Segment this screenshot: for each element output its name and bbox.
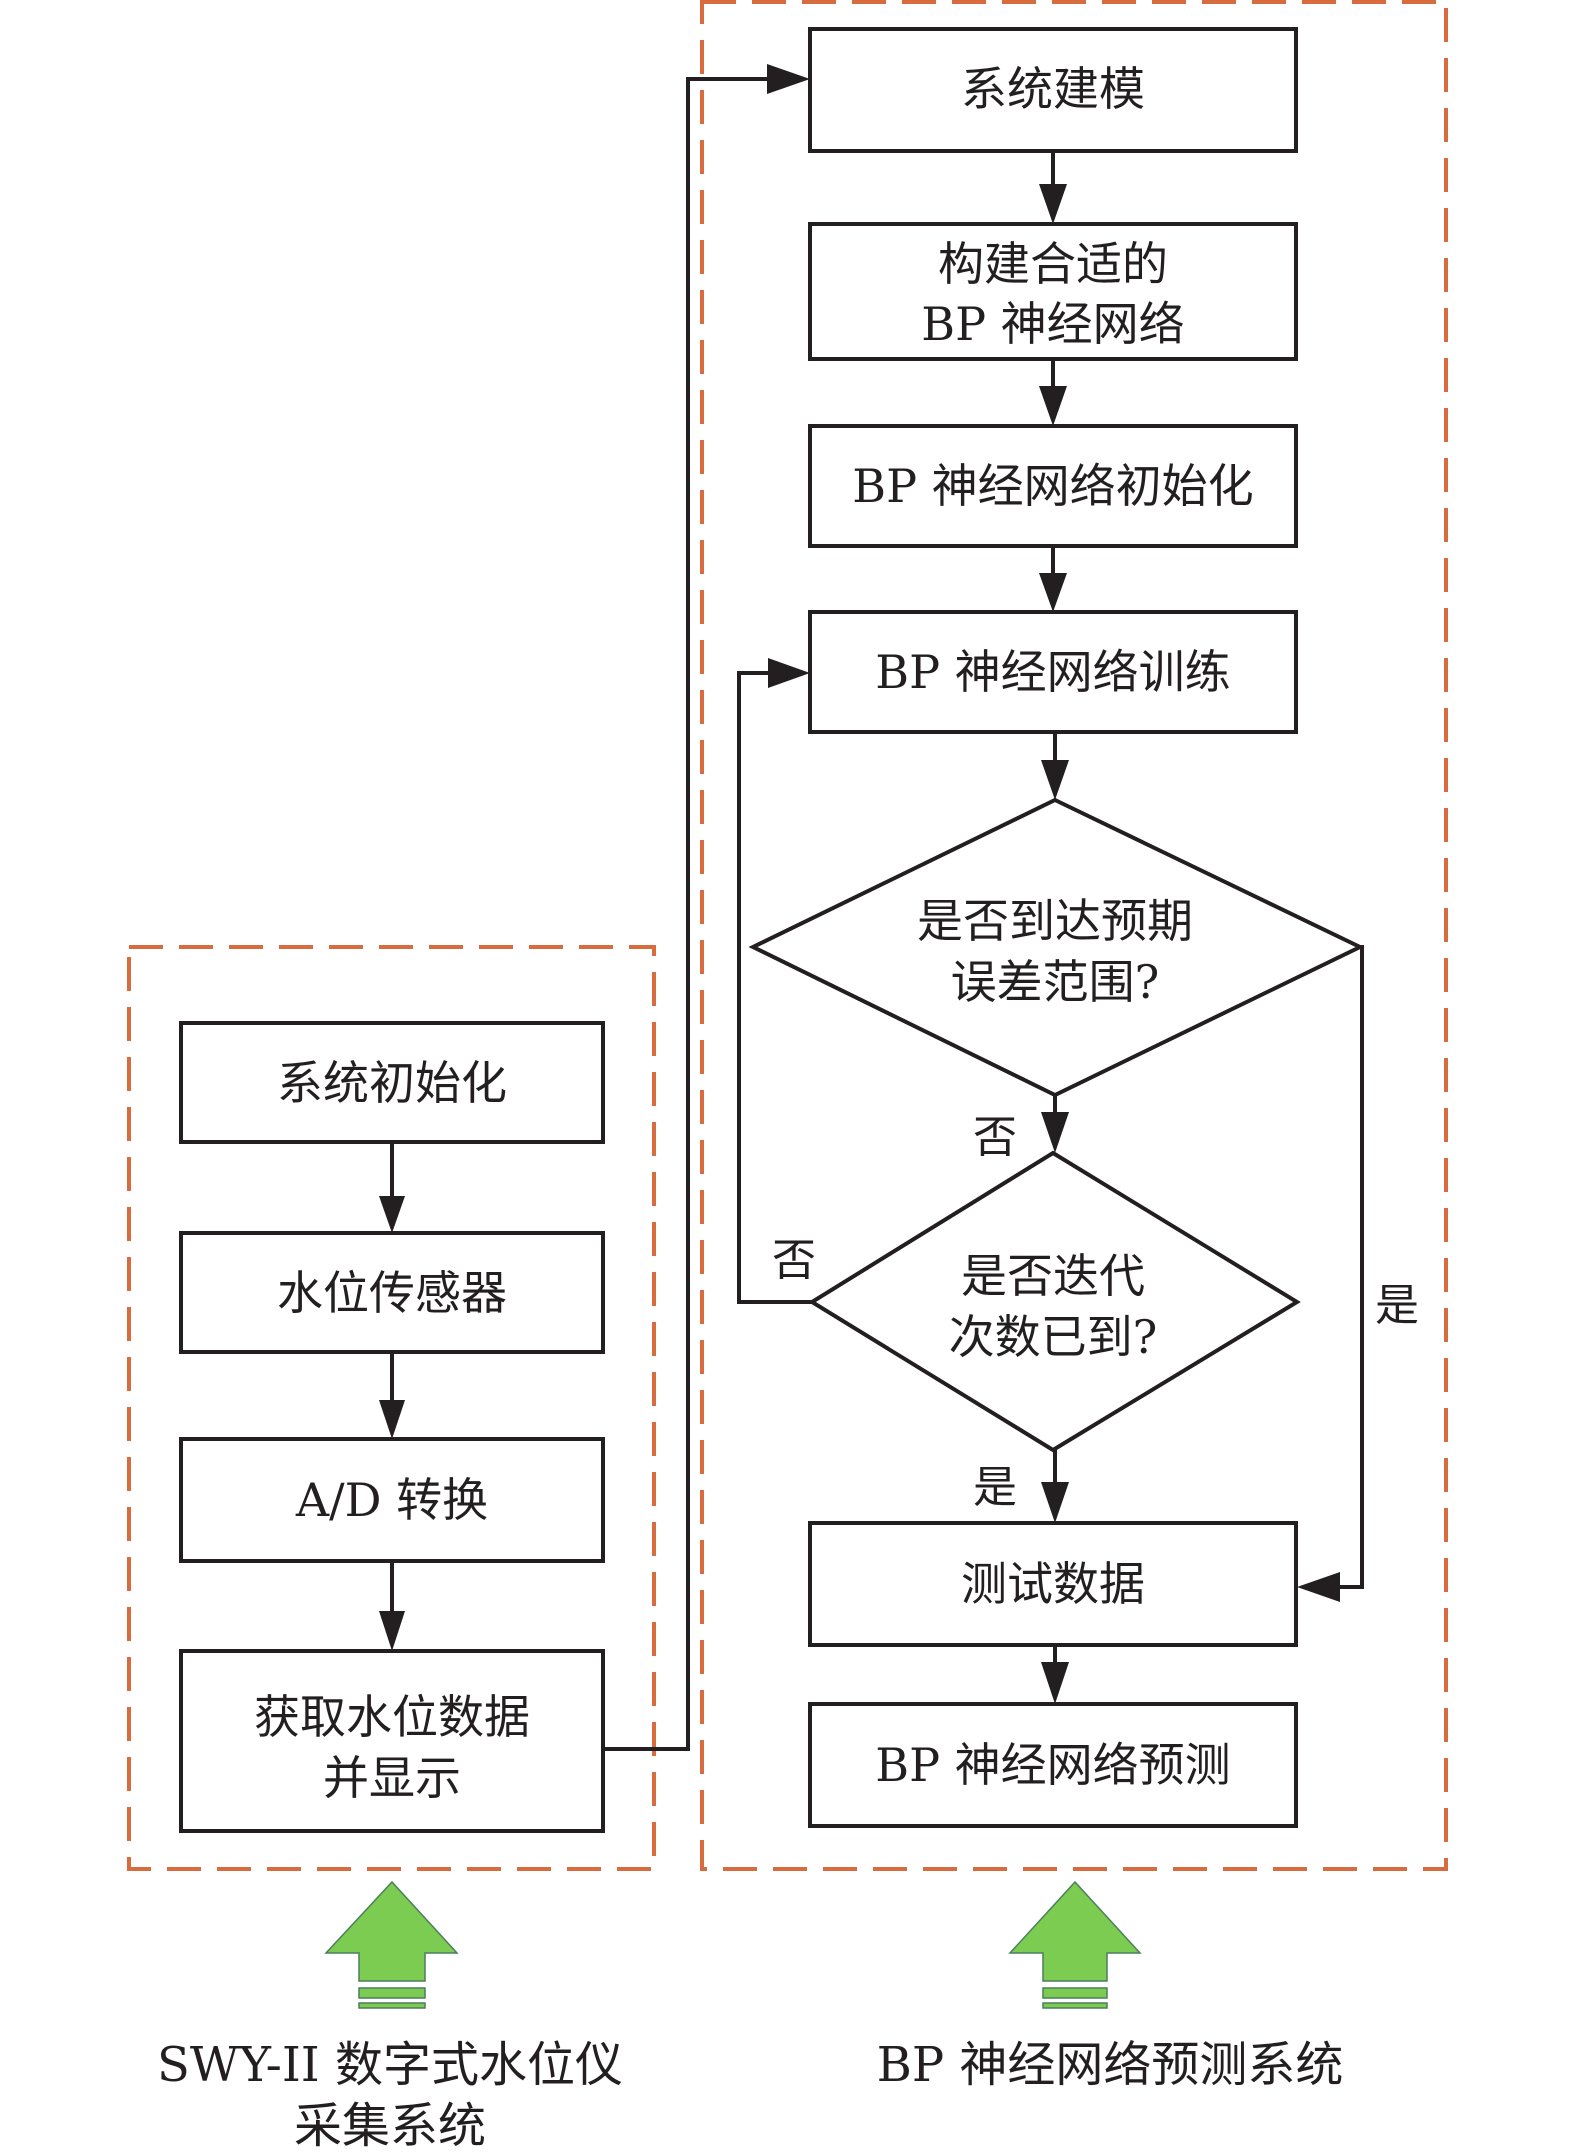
up-arrow-bar bbox=[358, 2002, 426, 2009]
up-arrow-shape bbox=[1008, 1880, 1142, 1982]
node-get-display[interactable]: 获取水位数据 并显示 bbox=[179, 1649, 605, 1833]
node-error-check[interactable]: 是否到达预期 误差范围? bbox=[748, 797, 1365, 1098]
branch-label-error-yes: 是 bbox=[1375, 1280, 1419, 1331]
decision-diamond bbox=[748, 797, 1365, 1098]
process-box bbox=[179, 1649, 605, 1833]
connector-errorcheck-testdata bbox=[1336, 945, 1364, 1589]
node-bp-train[interactable]: BP 神经网络训练 bbox=[808, 610, 1298, 734]
arrowhead-left bbox=[1297, 1572, 1340, 1602]
process-box bbox=[179, 1437, 605, 1563]
process-box bbox=[808, 424, 1298, 548]
node-label: 测试数据 bbox=[961, 1557, 1145, 1611]
node-label-line-1: 是否到达预期 bbox=[917, 894, 1193, 948]
acquisition-caption-line-1: SWY-II 数字式水位仪 bbox=[157, 2037, 623, 2093]
node-sys-init[interactable]: 系统初始化 bbox=[179, 1021, 605, 1144]
node-label-line-1: 构建合适的 bbox=[938, 237, 1168, 291]
arrowhead-down bbox=[379, 1400, 405, 1439]
node-label: 水位传感器 bbox=[277, 1266, 507, 1320]
branch-label-iter-yes: 是 bbox=[973, 1462, 1017, 1513]
acquisition-caption-line-2: 采集系统 bbox=[294, 2098, 486, 2154]
node-test-data[interactable]: 测试数据 bbox=[808, 1521, 1298, 1647]
node-bp-predict[interactable]: BP 神经网络预测 bbox=[808, 1702, 1298, 1828]
up-arrow-bar bbox=[1042, 2002, 1108, 2009]
node-label: A/D 转换 bbox=[295, 1473, 488, 1527]
process-box bbox=[808, 1521, 1298, 1647]
node-label-line-2: 次数已到? bbox=[949, 1310, 1158, 1364]
process-box bbox=[808, 610, 1298, 734]
arrowhead-right bbox=[768, 658, 810, 688]
node-label-line-2: BP 神经网络 bbox=[921, 297, 1184, 351]
arrowhead-down bbox=[379, 1611, 405, 1651]
branch-label-error-no: 否 bbox=[973, 1112, 1017, 1163]
prediction-caption: BP 神经网络预测系统 bbox=[877, 2037, 1344, 2093]
process-box bbox=[179, 1231, 605, 1354]
node-label: BP 神经网络初始化 bbox=[852, 459, 1253, 513]
node-label: BP 神经网络预测 bbox=[875, 1738, 1230, 1792]
node-label-line-1: 是否迭代 bbox=[961, 1249, 1145, 1303]
decision-diamond bbox=[808, 1150, 1301, 1453]
arrowhead-down bbox=[379, 1196, 405, 1233]
node-label-line-2: 并显示 bbox=[323, 1751, 461, 1805]
node-label-line-1: 获取水位数据 bbox=[254, 1690, 530, 1744]
arrowhead-right bbox=[767, 64, 810, 94]
connector-itercheck-train-loop bbox=[737, 671, 812, 1304]
arrowhead-down bbox=[1039, 573, 1067, 612]
process-box bbox=[808, 1702, 1298, 1828]
node-label: 系统建模 bbox=[961, 62, 1145, 116]
node-water-sensor[interactable]: 水位传感器 bbox=[179, 1231, 605, 1354]
node-label: 系统初始化 bbox=[277, 1056, 507, 1110]
up-arrow-icon-prediction bbox=[1008, 1880, 1142, 2009]
connector-display-modeling bbox=[603, 77, 770, 1751]
arrowhead-down bbox=[1039, 184, 1067, 224]
up-arrow-bar bbox=[358, 1987, 426, 1999]
node-iter-check[interactable]: 是否迭代 次数已到? bbox=[808, 1150, 1301, 1453]
node-ad-convert[interactable]: A/D 转换 bbox=[179, 1437, 605, 1563]
process-box bbox=[808, 222, 1298, 361]
node-modeling[interactable]: 系统建模 bbox=[808, 27, 1298, 153]
arrowheads bbox=[379, 64, 1340, 1704]
process-box bbox=[179, 1021, 605, 1144]
up-arrow-bar bbox=[1042, 1987, 1108, 1999]
node-label: BP 神经网络训练 bbox=[875, 645, 1230, 699]
up-arrow-icon-acquisition bbox=[324, 1880, 459, 2009]
arrowhead-down bbox=[1041, 1482, 1069, 1523]
prediction-group-border bbox=[700, 0, 1448, 1871]
connectors bbox=[390, 77, 1364, 1751]
arrowhead-down bbox=[1041, 760, 1069, 800]
node-bp-init[interactable]: BP 神经网络初始化 bbox=[808, 424, 1298, 548]
branch-label-iter-no: 否 bbox=[772, 1235, 816, 1286]
acquisition-group-border bbox=[127, 945, 656, 1871]
arrowhead-down bbox=[1039, 386, 1067, 426]
arrowhead-down bbox=[1041, 1112, 1069, 1153]
node-label-line-2: 误差范围? bbox=[951, 955, 1160, 1009]
arrowhead-down bbox=[1041, 1662, 1069, 1704]
process-box bbox=[808, 27, 1298, 153]
node-build-bp[interactable]: 构建合适的 BP 神经网络 bbox=[808, 222, 1298, 361]
up-arrow-shape bbox=[324, 1880, 459, 1982]
